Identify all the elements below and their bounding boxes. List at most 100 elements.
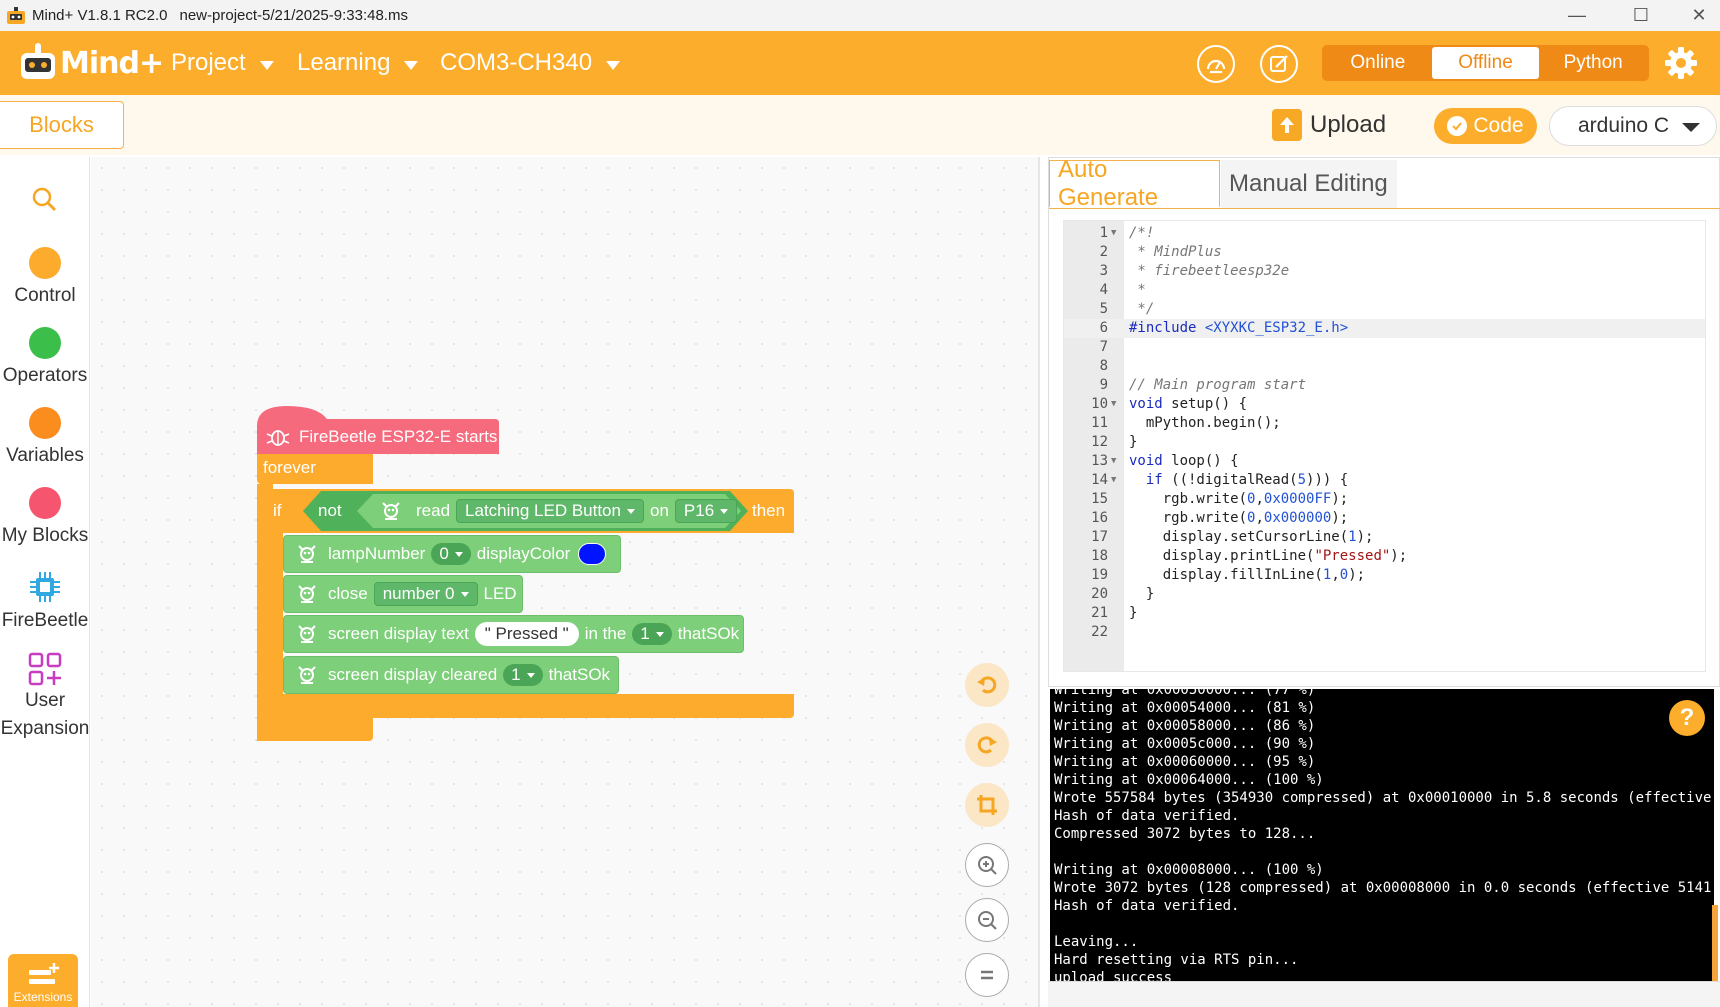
- close-label: close: [328, 584, 368, 603]
- mode-offline[interactable]: Offline: [1431, 47, 1540, 79]
- maximize-button[interactable]: ☐: [1612, 0, 1670, 31]
- hat-block-shape: [257, 406, 499, 454]
- console-line: Hash of data verified.: [1054, 898, 1240, 914]
- crop-cleanup-button[interactable]: [965, 783, 1009, 827]
- extensions-button[interactable]: Extensions: [8, 954, 78, 1007]
- robot-block-icon: [378, 498, 404, 524]
- zoom-out-button[interactable]: [965, 898, 1009, 942]
- line-number: 5: [1099, 301, 1108, 317]
- line-number: 11: [1091, 415, 1108, 431]
- not-block[interactable]: not: [318, 491, 342, 531]
- chevron-down-icon: [720, 508, 729, 514]
- category-variables[interactable]: Variables: [0, 407, 90, 467]
- code-line: display.setCursorLine(1);: [1129, 529, 1374, 545]
- zoom-in-icon: [978, 856, 997, 875]
- code-editor[interactable]: 1▼/*! 2 * MindPlus 3 * firebeetleesp32e …: [1063, 220, 1706, 672]
- firebeetle-start-block[interactable]: FireBeetle ESP32-E starts: [257, 419, 497, 454]
- code-toggle-button[interactable]: Code: [1434, 108, 1537, 144]
- chevron-down-icon: [454, 551, 463, 557]
- fold-arrow-icon[interactable]: ▼: [1111, 399, 1117, 409]
- equals-icon: [981, 970, 993, 980]
- color-swatch-picker[interactable]: [578, 543, 607, 565]
- tab-manual-editing[interactable]: Manual Editing: [1221, 160, 1397, 208]
- led-label: LED: [483, 584, 517, 603]
- button-type-dropdown[interactable]: Latching LED Button: [456, 499, 644, 523]
- console-line: Writing at 0x00064000... (100 %): [1054, 772, 1324, 788]
- category-control[interactable]: Control: [0, 247, 90, 307]
- led-number-value: number 0: [382, 584, 455, 603]
- close-icon: ✕: [1691, 5, 1707, 25]
- serial-console[interactable]: Writing at 0x00050000... (77 %) Writing …: [1050, 689, 1714, 981]
- read-button-block[interactable]: read Latching LED Button on P16: [368, 491, 743, 531]
- clear-line-dropdown[interactable]: 1: [503, 664, 543, 686]
- fold-arrow-icon[interactable]: ▼: [1111, 456, 1117, 466]
- mode-online[interactable]: Online: [1350, 52, 1406, 73]
- menu-serial-port-label: COM3-CH340: [440, 49, 593, 76]
- forever-block[interactable]: forever: [257, 451, 373, 484]
- chip-icon: [30, 572, 60, 602]
- edit-button[interactable]: [1260, 45, 1298, 83]
- zoom-in-button[interactable]: [965, 843, 1009, 887]
- code-line: display.printLine("Pressed");: [1129, 548, 1408, 564]
- minimize-button[interactable]: —: [1548, 0, 1606, 31]
- app-version: Mind+ V1.8.1 RC2.0: [32, 7, 168, 24]
- then-label: then: [752, 501, 786, 520]
- category-operators[interactable]: Operators: [0, 327, 90, 387]
- settings-gear-icon[interactable]: [1664, 46, 1698, 80]
- code-line: if ((!digitalRead(5))) {: [1129, 472, 1349, 488]
- menu-serial-port[interactable]: COM3-CH340: [440, 31, 621, 95]
- console-line: Hard resetting via RTS pin...: [1054, 952, 1299, 968]
- line-number: 14: [1091, 472, 1108, 488]
- blocks-tab[interactable]: Blocks: [0, 101, 124, 149]
- display-text-input[interactable]: " Pressed ": [474, 622, 579, 646]
- fold-arrow-icon[interactable]: ▼: [1111, 228, 1117, 238]
- console-scrollbar[interactable]: [1712, 905, 1718, 981]
- robot-logo-icon: [21, 43, 55, 79]
- search-icon[interactable]: [30, 185, 58, 213]
- dashboard-button[interactable]: [1197, 45, 1235, 83]
- mode-python[interactable]: Python: [1563, 52, 1623, 73]
- project-file-name: new-project-5/21/2025-9:33:48.ms: [179, 7, 408, 24]
- in-the-label: in the: [584, 624, 627, 643]
- lamp-number-value: 0: [439, 544, 449, 563]
- upload-icon: [1272, 109, 1302, 141]
- menu-learning[interactable]: Learning: [297, 31, 419, 95]
- undo-button[interactable]: [965, 663, 1009, 707]
- lamp-number-dropdown[interactable]: 0: [431, 543, 471, 565]
- code-line: void loop() {: [1129, 453, 1239, 469]
- line-number-dropdown[interactable]: 1: [632, 623, 672, 645]
- line-number-gutter: [1064, 221, 1124, 671]
- code-line: #include <XYXKC_ESP32_E.h>: [1129, 320, 1349, 336]
- forever-bottom-arm: [257, 718, 373, 741]
- redo-button[interactable]: [965, 723, 1009, 767]
- chevron-down-icon: [1682, 123, 1700, 132]
- upload-button[interactable]: Upload: [1272, 105, 1386, 145]
- line-number: 20: [1091, 586, 1108, 602]
- help-button[interactable]: ?: [1669, 700, 1705, 736]
- pin-dropdown[interactable]: P16: [674, 499, 738, 523]
- close-led-block[interactable]: close number 0 LED: [283, 575, 523, 613]
- led-number-dropdown[interactable]: number 0: [373, 582, 478, 606]
- chevron-down-icon: [655, 631, 664, 637]
- line-number: 7: [1099, 339, 1108, 355]
- block-workspace[interactable]: [91, 157, 1039, 1007]
- fold-arrow-icon[interactable]: ▼: [1111, 475, 1117, 485]
- dashboard-icon: [1206, 59, 1226, 74]
- zoom-reset-button[interactable]: [965, 953, 1009, 997]
- tab-auto-generate[interactable]: Auto Generate: [1049, 156, 1220, 211]
- language-select[interactable]: arduino C: [1549, 106, 1717, 146]
- close-window-button[interactable]: ✕: [1670, 0, 1720, 31]
- category-user-expansion[interactable]: User Expansion: [0, 651, 90, 743]
- screen-display-text-block[interactable]: screen display text " Pressed " in the 1…: [283, 615, 744, 653]
- line-number: 19: [1091, 567, 1108, 583]
- zoom-out-icon: [978, 911, 997, 930]
- robot-block-icon: [294, 581, 320, 607]
- category-firebeetle[interactable]: FireBeetle: [0, 570, 90, 632]
- screen-display-cleared-block[interactable]: screen display cleared 1 thatSOk: [283, 656, 619, 694]
- menu-project-label: Project: [171, 49, 246, 76]
- menu-project[interactable]: Project: [171, 31, 274, 95]
- console-line: Writing at 0x00060000... (95 %): [1054, 754, 1316, 770]
- lamp-color-block[interactable]: lampNumber 0 displayColor: [283, 535, 621, 573]
- console-line: upload success: [1054, 970, 1173, 981]
- category-my-blocks[interactable]: My Blocks: [0, 487, 90, 547]
